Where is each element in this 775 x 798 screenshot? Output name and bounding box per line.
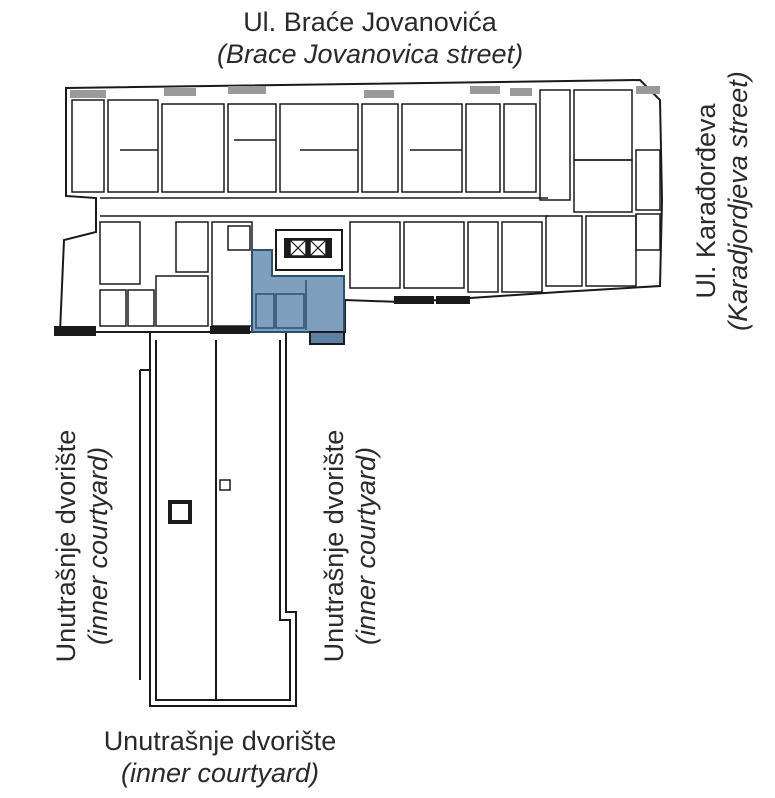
wall-segment: [436, 296, 470, 304]
courtyard-planter: [168, 500, 192, 524]
lower-left-rooms: [99, 221, 253, 327]
wall-segment: [210, 326, 250, 334]
wall-segment: [394, 296, 434, 304]
highlighted-apartment[interactable]: [251, 249, 345, 345]
wall-segment: [54, 326, 96, 336]
window-bays: [70, 86, 660, 98]
right-wing-rooms: [349, 149, 661, 293]
courtyard-column: [219, 479, 231, 491]
courtyard-sub-bottom: (inner courtyard): [120, 758, 320, 788]
street-sub-top: (Brace Jovanovica street): [216, 39, 524, 69]
building-outline: [58, 78, 664, 707]
street-label-top: Ul. Braće Jovanovića (Brace Jovanovica s…: [170, 6, 570, 70]
top-rooms: [71, 89, 633, 213]
street-name-top: Ul. Braće Jovanovića: [243, 7, 497, 37]
courtyard-name-bottom: Unutrašnje dvorište: [103, 726, 337, 756]
elevator-core: [275, 229, 343, 271]
corridor: [100, 197, 548, 217]
courtyard-label-bottom: Unutrašnje dvorište (inner courtyard): [70, 725, 370, 789]
